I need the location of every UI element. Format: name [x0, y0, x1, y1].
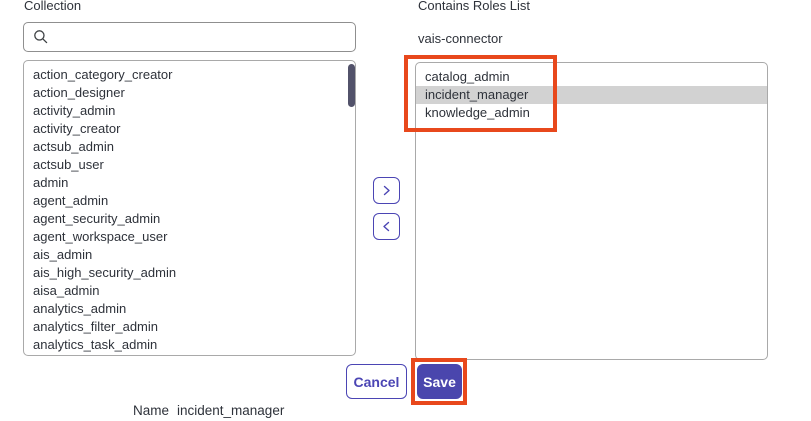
list-item[interactable]: activity_creator [33, 121, 121, 136]
chevron-left-icon [383, 221, 390, 232]
collection-search [23, 22, 356, 52]
list-item[interactable]: catalog_admin [425, 69, 510, 84]
list-item[interactable]: agent_security_admin [33, 211, 161, 226]
list-item[interactable]: action_designer [33, 85, 125, 100]
contains-roles-title: Contains Roles List [418, 0, 530, 13]
list-item[interactable]: analytics_viewer [24, 354, 355, 355]
name-label: Name [133, 403, 170, 418]
list-item[interactable]: analytics_task_admin [33, 337, 158, 352]
move-right-button[interactable] [373, 177, 400, 204]
name-value: incident_manager [177, 403, 285, 418]
list-item[interactable]: aisa_admin [33, 283, 100, 298]
scrollbar-thumb[interactable] [348, 64, 355, 107]
list-item[interactable]: agent_admin [33, 193, 109, 208]
list-item[interactable]: agent_workspace_user [33, 229, 168, 244]
list-item[interactable]: action_category_creator [33, 67, 173, 82]
list-item[interactable]: ais_admin [33, 247, 93, 262]
list-item[interactable]: admin [33, 175, 69, 190]
search-icon [34, 30, 48, 44]
list-item[interactable]: analytics_admin [33, 301, 127, 316]
chevron-right-icon [383, 185, 390, 196]
save-button[interactable]: Save [417, 364, 462, 399]
list-item[interactable]: actsub_user [33, 157, 104, 172]
list-item[interactable]: activity_admin [33, 103, 116, 118]
collection-title: Collection [24, 0, 82, 13]
list-item[interactable]: knowledge_admin [425, 105, 530, 120]
list-item[interactable]: actsub_admin [33, 139, 114, 154]
search-input[interactable] [49, 23, 355, 51]
connector-name-label: vais-connector [418, 31, 503, 46]
cancel-button[interactable]: Cancel [346, 364, 407, 399]
list-item[interactable]: ais_high_security_admin [33, 265, 177, 280]
list-item[interactable]: analytics_filter_admin [33, 319, 159, 334]
move-left-button[interactable] [373, 213, 400, 240]
list-item[interactable]: incident_manager [416, 86, 767, 104]
